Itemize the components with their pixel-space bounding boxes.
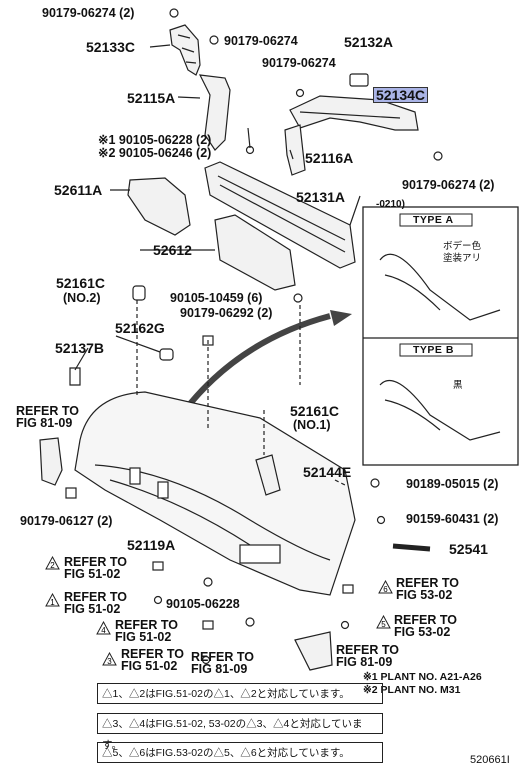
part-label-90189-05015[interactable]: 90189-05015 (2) xyxy=(406,477,499,491)
ref-triangle-2-icon: 2 xyxy=(45,556,60,570)
absorber-52612-shape xyxy=(214,214,296,291)
note-1-text: はFIG.51-02の xyxy=(145,688,214,700)
refer-to-label-3[interactable]: REFER TO xyxy=(115,618,178,632)
refer-fig-label-3[interactable]: FIG 51-02 xyxy=(115,630,172,644)
part-label-90105-06228[interactable]: 90105-06228 xyxy=(166,597,240,611)
part-label-no2: (NO.2) xyxy=(63,291,101,305)
ref-triangle-5-icon: 5 xyxy=(376,615,391,629)
refer-fig-label-1[interactable]: FIG 51-02 xyxy=(64,567,121,581)
part-label-90159-60431[interactable]: 90159-60431 (2) xyxy=(406,512,499,526)
part-label-90179-06292[interactable]: 90179-06292 (2) xyxy=(180,306,273,320)
inset-date-code: -0210) xyxy=(376,199,405,210)
inset-type-b-title: TYPE B xyxy=(413,344,454,356)
inset-type-b-note: 黒 xyxy=(453,380,463,391)
note-1-after: と対応しています。 xyxy=(256,688,350,700)
ref-triangle-3-icon: 3 xyxy=(102,652,117,666)
refer-to-label-a[interactable]: REFER TO xyxy=(16,404,79,418)
part-label-52134c-highlighted[interactable]: 52134C xyxy=(373,87,429,103)
legend-note-3: △5、△6はFIG.53-02の△5、△6と対応しています。 xyxy=(97,742,383,763)
ref-triangle-4-icon: 4 xyxy=(96,621,111,635)
inset-type-a-title: TYPE A xyxy=(413,214,454,226)
plant-note-1: ※1 PLANT NO. A21-A26 xyxy=(363,671,482,683)
figure-code: 520661I xyxy=(470,754,510,766)
part-label-90179-06274-d[interactable]: 90179-06274 (2) xyxy=(402,178,495,192)
legend-note-1: △1、△2はFIG.51-02の△1、△2と対応しています。 xyxy=(97,683,383,704)
part-label-52119a[interactable]: 52119A xyxy=(127,537,176,553)
part-label-52116a[interactable]: 52116A xyxy=(305,150,354,166)
part-label-no1: (NO.1) xyxy=(293,418,331,432)
part-label-90105-10459[interactable]: 90105-10459 (6) xyxy=(170,291,263,305)
refer-fig-label-7[interactable]: FIG 81-09 xyxy=(191,662,248,676)
part-label-52161c-no2[interactable]: 52161C xyxy=(56,275,106,291)
part-label-90179-06274-b[interactable]: 90179-06274 xyxy=(224,34,298,48)
ref-triangle-6-icon: 6 xyxy=(378,580,393,594)
ref-triangle-1-icon: 1 xyxy=(45,593,60,607)
refer-fig-81-09-a[interactable]: FIG 81-09 xyxy=(16,416,73,430)
svg-text:4: 4 xyxy=(101,626,106,635)
part-label-52161c-no1[interactable]: 52161C xyxy=(290,403,340,419)
svg-text:1: 1 xyxy=(50,598,55,607)
refer-fig-label-8[interactable]: FIG 81-09 xyxy=(336,655,393,669)
svg-text:2: 2 xyxy=(50,561,55,570)
note-3-after: と対応しています。 xyxy=(256,747,350,759)
part-label-90179-06274-top[interactable]: 90179-06274 (2) xyxy=(42,6,135,20)
part-label-52132a[interactable]: 52132A xyxy=(344,34,394,50)
part-label-52144e[interactable]: 52144E xyxy=(303,464,352,480)
part-label-52137b[interactable]: 52137B xyxy=(55,340,105,356)
bracket-52116a-shape xyxy=(284,124,306,176)
note-2-text: はFIG.51-02, 53-02の xyxy=(145,718,247,730)
part-label-90179-06274-c[interactable]: 90179-06274 xyxy=(262,56,336,70)
note-3-triangle-a-icon: △5 xyxy=(102,747,119,759)
refer-fig-label-2[interactable]: FIG 51-02 xyxy=(64,602,121,616)
note-2-triangle-a-icon: △3 xyxy=(102,718,119,730)
refer-to-label-1[interactable]: REFER TO xyxy=(64,555,127,569)
bracket-52133c-shape xyxy=(169,24,201,76)
note-3-num-b: 6 xyxy=(139,747,146,759)
note-1-triangle-a-icon: △1 xyxy=(102,688,119,700)
refer-to-label-6[interactable]: REFER TO xyxy=(394,613,457,627)
part-label-52131a[interactable]: 52131A xyxy=(296,189,346,205)
part-label-52612[interactable]: 52612 xyxy=(153,242,192,258)
part-label-90179-06127[interactable]: 90179-06127 (2) xyxy=(20,514,113,528)
bumper-cover-52119a-shape xyxy=(74,391,356,596)
note-1-num-b: 2 xyxy=(139,688,146,700)
legend-note-2: △3、△4はFIG.51-02, 53-02の△3、△4と対応しています。 xyxy=(97,713,383,751)
part-label-note2-90105-06246[interactable]: ※2 90105-06246 (2) xyxy=(98,146,212,160)
part-label-52115a[interactable]: 52115A xyxy=(127,90,176,106)
bracket-52115a-shape xyxy=(198,74,231,151)
refer-to-label-7[interactable]: REFER TO xyxy=(191,650,254,664)
svg-text:6: 6 xyxy=(383,585,388,594)
refer-to-label-2[interactable]: REFER TO xyxy=(64,590,127,604)
svg-text:5: 5 xyxy=(381,620,386,629)
refer-fig-label-4[interactable]: FIG 51-02 xyxy=(121,659,178,673)
refer-to-label-4[interactable]: REFER TO xyxy=(121,647,184,661)
note-3-text: はFIG.53-02の xyxy=(145,747,214,759)
svg-text:3: 3 xyxy=(107,657,112,666)
plant-note-2: ※2 PLANT NO. M31 xyxy=(363,684,461,696)
inset-type-a-note-1: ボデー色 xyxy=(443,241,482,252)
part-label-52133c[interactable]: 52133C xyxy=(86,39,136,55)
note-2-num-b: 4 xyxy=(139,718,146,730)
refer-fig-label-5[interactable]: FIG 53-02 xyxy=(396,588,453,602)
refer-fig-label-6[interactable]: FIG 53-02 xyxy=(394,625,451,639)
inset-box xyxy=(362,206,519,466)
refer-to-label-5[interactable]: REFER TO xyxy=(396,576,459,590)
part-label-52611a[interactable]: 52611A xyxy=(54,182,103,198)
absorber-52611a-shape xyxy=(127,177,191,236)
part-label-52541[interactable]: 52541 xyxy=(449,541,488,557)
reinforcement-52134c-shape xyxy=(289,95,419,131)
refer-to-label-8[interactable]: REFER TO xyxy=(336,643,399,657)
part-label-note1-90105-06228[interactable]: ※1 90105-06228 (2) xyxy=(98,133,212,147)
part-label-52162g[interactable]: 52162G xyxy=(115,320,165,336)
inset-type-a-note-2: 塗装アリ xyxy=(443,253,482,264)
